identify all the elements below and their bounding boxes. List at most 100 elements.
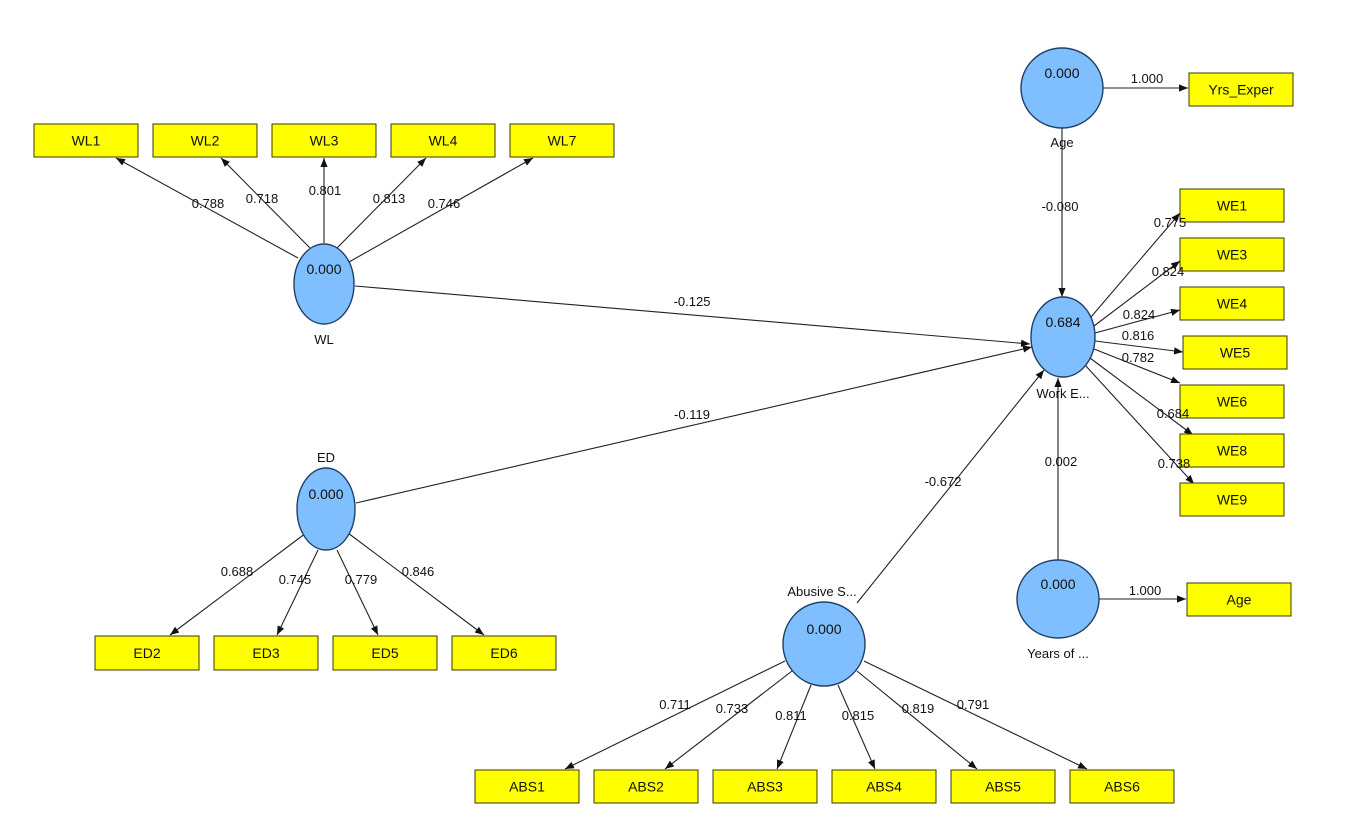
outer-loading-arrow-abs-abs4[interactable] [837, 684, 876, 770]
indicator-box[interactable] [712, 769, 818, 804]
outer-loading-label-abs-abs4: 0.815 [842, 708, 875, 723]
indicator-abs3[interactable]: ABS3 [712, 769, 818, 804]
indicator-abs1[interactable]: ABS1 [474, 769, 580, 804]
outer-loading-arrow-we-we5[interactable] [1094, 340, 1184, 355]
indicator-wl3[interactable]: WL3 [271, 123, 377, 158]
indicator-box[interactable] [1179, 384, 1285, 419]
latent-variable-circle[interactable] [782, 601, 866, 687]
outer-loading-arrow-wl-wl1[interactable] [115, 157, 299, 259]
indicator-box[interactable] [1182, 335, 1288, 370]
outer-loading-arrow-we-we1[interactable] [1090, 212, 1181, 318]
r-squared-value: 0.000 [1040, 576, 1075, 592]
edges-layer [115, 84, 1195, 770]
outer-loading-arrow-ed-ed2[interactable] [169, 532, 307, 636]
path-coefficient-arrow-abs-we[interactable] [856, 369, 1045, 604]
indicator-wl2[interactable]: WL2 [152, 123, 258, 158]
outer-loading-arrow-we-we9[interactable] [1084, 364, 1195, 485]
indicator-ed3[interactable]: ED3 [213, 635, 319, 671]
indicator-box[interactable] [94, 635, 200, 671]
outer-loading-arrow-we-we8[interactable] [1089, 357, 1194, 436]
indicator-box[interactable] [831, 769, 937, 804]
latent-variable-circle[interactable] [1016, 559, 1100, 639]
indicator-we8[interactable]: WE8 [1179, 433, 1285, 468]
indicator-box[interactable] [152, 123, 258, 158]
indicator-we6[interactable]: WE6 [1179, 384, 1285, 419]
indicator-box[interactable] [390, 123, 496, 158]
outer-loading-arrow-abs-abs6[interactable] [863, 660, 1088, 770]
indicator-label: ED5 [371, 645, 398, 661]
indicator-label: Yrs_Exper [1208, 82, 1274, 98]
outer-loading-arrow-abs-abs5[interactable] [856, 670, 978, 770]
latent-variable-circle[interactable] [293, 243, 355, 325]
indicator-ed5[interactable]: ED5 [332, 635, 438, 671]
r-squared-value: 0.000 [806, 621, 841, 637]
indicator-ed6[interactable]: ED6 [451, 635, 557, 671]
outer-loading-arrow-abs-abs3[interactable] [776, 684, 812, 770]
outer-loading-label-age-yrs: 1.000 [1131, 71, 1164, 86]
outer-loading-arrow-we-we4[interactable] [1094, 308, 1181, 334]
indicator-abs2[interactable]: ABS2 [593, 769, 699, 804]
indicator-box[interactable] [1179, 482, 1285, 517]
outer-loading-arrow-wl-wl4[interactable] [336, 157, 427, 249]
indicator-label: WL2 [191, 133, 220, 149]
outer-loading-arrow-abs-abs1[interactable] [564, 660, 786, 770]
indicator-agei[interactable]: Age [1186, 582, 1292, 617]
path-coefficient-arrow-ed-we[interactable] [355, 345, 1033, 504]
indicator-box[interactable] [1188, 72, 1294, 107]
latent-variable-circle[interactable] [1020, 47, 1104, 129]
indicator-box[interactable] [213, 635, 319, 671]
outer-loading-label-wl-wl1: 0.788 [192, 196, 225, 211]
indicator-abs4[interactable]: ABS4 [831, 769, 937, 804]
indicator-we3[interactable]: WE3 [1179, 237, 1285, 272]
indicator-label: ED2 [133, 645, 160, 661]
indicator-box[interactable] [1069, 769, 1175, 804]
indicator-box[interactable] [1179, 286, 1285, 321]
outer-loading-label-wl-wl3: 0.801 [309, 183, 342, 198]
indicator-box[interactable] [332, 635, 438, 671]
indicator-yrs[interactable]: Yrs_Exper [1188, 72, 1294, 107]
indicator-wl7[interactable]: WL7 [509, 123, 615, 158]
outer-loading-arrow-ed-ed3[interactable] [276, 549, 319, 636]
indicator-box[interactable] [451, 635, 557, 671]
indicator-we1[interactable]: WE1 [1179, 188, 1285, 223]
indicator-box[interactable] [509, 123, 615, 158]
indicator-abs6[interactable]: ABS6 [1069, 769, 1175, 804]
latent-variable-circle[interactable] [1030, 296, 1096, 378]
path-coefficient-arrow-wl-we[interactable] [354, 285, 1031, 347]
indicator-box[interactable] [1179, 237, 1285, 272]
outer-loading-arrow-ed-ed6[interactable] [347, 532, 485, 636]
latent-variable-circle[interactable] [296, 467, 356, 551]
indicator-ed2[interactable]: ED2 [94, 635, 200, 671]
indicator-we5[interactable]: WE5 [1182, 335, 1288, 370]
indicator-box[interactable] [593, 769, 699, 804]
r-squared-value: 0.000 [1044, 65, 1079, 81]
outer-loading-arrow-we-we6[interactable] [1093, 348, 1181, 384]
outer-loading-label-ed-ed3: 0.745 [279, 572, 312, 587]
outer-loading-arrow-abs-abs2[interactable] [664, 670, 793, 770]
indicator-box[interactable] [950, 769, 1056, 804]
indicator-box[interactable] [271, 123, 377, 158]
indicator-wl1[interactable]: WL1 [33, 123, 139, 158]
indicator-label: WE6 [1217, 394, 1248, 410]
indicator-we4[interactable]: WE4 [1179, 286, 1285, 321]
indicator-box[interactable] [33, 123, 139, 158]
indicator-box[interactable] [1179, 433, 1285, 468]
outer-loading-arrow-ed-ed5[interactable] [336, 549, 379, 636]
outer-loading-arrow-wl-wl7[interactable] [348, 157, 534, 263]
outer-loading-arrow-we-we3[interactable] [1093, 260, 1181, 327]
indicator-box[interactable] [1186, 582, 1292, 617]
indicator-box[interactable] [1179, 188, 1285, 223]
indicator-label: WE5 [1220, 345, 1251, 361]
outer-loading-arrow-wl-wl2[interactable] [220, 157, 311, 249]
indicator-abs5[interactable]: ABS5 [950, 769, 1056, 804]
indicator-wl4[interactable]: WL4 [390, 123, 496, 158]
indicator-we9[interactable]: WE9 [1179, 482, 1285, 517]
indicator-box[interactable] [474, 769, 580, 804]
